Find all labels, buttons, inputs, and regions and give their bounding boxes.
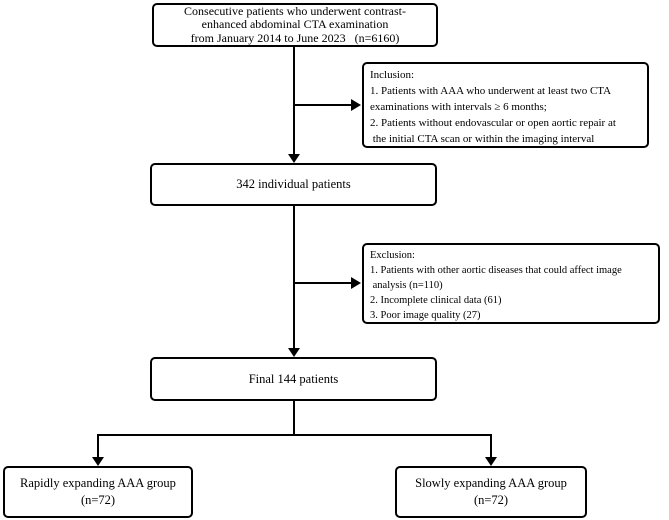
branch-inclusion-line <box>294 104 351 106</box>
arrow-source-to-individual-head <box>288 154 300 163</box>
slow-group-n: (n=72) <box>473 493 509 507</box>
arrow-to-rapid-head <box>92 457 104 466</box>
arrow-individual-to-final-line <box>293 206 295 348</box>
exclusion-title: Exclusion: <box>370 250 415 261</box>
arrow-to-slow-head <box>485 457 497 466</box>
exclusion-line-3: 2. Incomplete clinical data (61) <box>370 295 502 306</box>
connector-split-horizontal <box>97 434 492 436</box>
inclusion-title: Inclusion: <box>370 69 414 81</box>
flow-node-slow-group: Slowly expanding AAA group (n=72) <box>395 466 587 518</box>
rapid-group-label: Rapidly expanding AAA group <box>20 476 176 490</box>
slow-group-label: Slowly expanding AAA group <box>415 476 567 490</box>
branch-exclusion-line <box>294 282 351 284</box>
flow-node-source: Consecutive patients who underwent contr… <box>152 3 438 47</box>
arrow-source-to-individual-line <box>293 47 295 155</box>
final-patients-label: Final 144 patients <box>248 371 339 386</box>
arrow-to-rapid-line <box>97 434 99 457</box>
inclusion-line-1: 1. Patients with AAA who underwent at le… <box>370 85 612 97</box>
source-line-3: from January 2014 to June 2023 (n=6160) <box>190 30 400 45</box>
individual-patients-label: 342 individual patients <box>236 177 351 191</box>
flow-node-rapid-group: Rapidly expanding AAA group (n=72) <box>3 466 193 518</box>
source-line-2: enhanced abdominal CTA examination <box>201 17 389 32</box>
flow-node-exclusion: Exclusion: 1. Patients with other aortic… <box>362 243 660 324</box>
arrow-individual-to-final-head <box>288 348 300 357</box>
inclusion-line-4: the initial CTA scan or within the imagi… <box>370 133 595 145</box>
exclusion-line-1: 1. Patients with other aortic diseases t… <box>370 265 622 276</box>
inclusion-line-2: examinations with intervals ≥ 6 months; <box>370 101 547 113</box>
source-line-1: Consecutive patients who underwent contr… <box>184 3 406 18</box>
branch-inclusion-head <box>351 99 361 111</box>
connector-final-stem <box>293 401 295 436</box>
flow-node-final-patients: Final 144 patients <box>150 357 437 401</box>
arrow-to-slow-line <box>490 434 492 457</box>
flow-node-inclusion: Inclusion: 1. Patients with AAA who unde… <box>362 62 649 148</box>
exclusion-line-2: analysis (n=110) <box>370 280 443 291</box>
flow-node-individual-patients: 342 individual patients <box>150 163 437 206</box>
exclusion-line-4: 3. Poor image quality (27) <box>370 310 481 321</box>
rapid-group-n: (n=72) <box>80 493 116 507</box>
branch-exclusion-head <box>351 277 361 289</box>
inclusion-line-3: 2. Patients without endovascular or open… <box>370 117 616 129</box>
